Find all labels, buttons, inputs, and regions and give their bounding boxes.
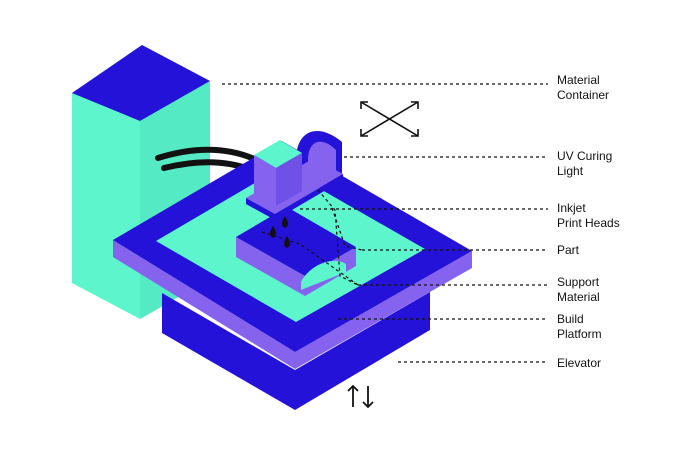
label-support-material: Support Material [557, 275, 600, 304]
label-uv-curing-light: UV Curing Light [557, 149, 613, 178]
elevator-block [162, 292, 430, 410]
label-inkjet-print-heads: Inkjet Print Heads [557, 201, 620, 230]
leader-lines [222, 83, 548, 363]
four-way-arrows-icon [360, 101, 419, 137]
label-material-container: Material Container [557, 73, 610, 102]
label-part: Part [557, 243, 580, 257]
up-down-arrows-icon [347, 384, 374, 409]
print-head-carriage [246, 140, 343, 220]
label-elevator: Elevator [557, 356, 602, 370]
label-build-platform: Build Platform [557, 312, 602, 341]
printed-part [236, 207, 356, 296]
